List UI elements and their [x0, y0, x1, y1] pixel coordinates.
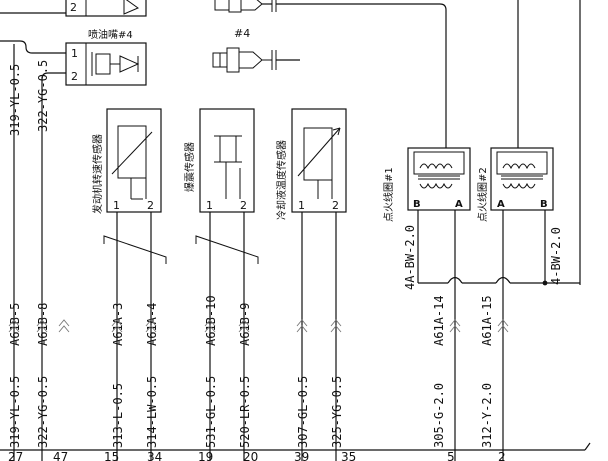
- wire-314-label: 314-LW-0.5: [145, 376, 159, 448]
- ignition-coil-2: 点火线圈#2 A B: [476, 147, 554, 222]
- wire-322-upper-label: 322-YG-0.5: [36, 60, 50, 132]
- wire-to-injector: [0, 40, 66, 54]
- coolant-sensor-pin-1: 1: [298, 199, 305, 212]
- ignition-coil-2-label: 点火线圈#2: [476, 167, 489, 222]
- wire-319-upper-label: 319-YL-0.5: [8, 64, 22, 136]
- coil-2-pin-B: B: [540, 199, 548, 210]
- coil-2-pin-A: A: [497, 199, 505, 210]
- wire-307-label: 307-GL-0.5: [296, 376, 310, 448]
- fuel-injector-4: 1 2 喷油嘴#4: [65, 28, 147, 86]
- wire-305-label: 305-G-2.0: [432, 383, 446, 448]
- ecu-pin-19: 19: [198, 450, 213, 461]
- engine-speed-sensor: 发动机转速传感器 1 2: [91, 108, 162, 214]
- conn-A61A-4: A61A-4: [145, 303, 159, 346]
- conn-A61B-9: A61B-9: [238, 303, 252, 346]
- wire-322: [41, 72, 66, 461]
- coil-1-pin-B: B: [413, 199, 421, 210]
- wire-312-label: 312-Y-2.0: [480, 383, 494, 448]
- coolant-temperature-sensor: 冷却液温度传感器 1 2: [275, 108, 347, 220]
- wire-319-lower-label: 319-YL-0.5: [8, 376, 22, 448]
- plug-4-label: #4: [234, 27, 250, 40]
- wire-325-label: 325-YG-0.5: [330, 376, 344, 448]
- wire-520-label: 520-LR-0.5: [238, 376, 252, 448]
- knock-sensor: 爆震传感器 1 2: [183, 108, 255, 213]
- conn-A61A-15: A61A-15: [480, 295, 494, 346]
- wire-313-label: 313-L-0.5: [111, 383, 125, 448]
- hv-cable-3: [276, 3, 447, 148]
- ecu-pin-35: 35: [341, 450, 356, 461]
- ecu-pin-20: 20: [243, 450, 258, 461]
- wire-531-label: 531-GL-0.5: [204, 376, 218, 448]
- knock-sensor-pin-2: 2: [240, 199, 247, 212]
- connector-marks: [8, 319, 509, 333]
- wire-322-lower-label: 322-YG-0.5: [36, 376, 50, 448]
- engine-speed-sensor-label: 发动机转速传感器: [91, 134, 104, 214]
- coolant-sensor-pin-2: 2: [332, 199, 339, 212]
- knock-sensor-label: 爆震传感器: [183, 142, 196, 192]
- conn-A61A-14: A61A-14: [432, 295, 446, 346]
- ecu-pin-27: 27: [8, 450, 23, 461]
- injector-label: 喷油嘴#4: [88, 28, 133, 41]
- ecu-pin-34: 34: [147, 450, 162, 461]
- wire-4-BW-label: 4-BW-2.0: [549, 227, 563, 285]
- ignition-coil-1-label: 点火线圈#1: [382, 167, 395, 222]
- ecu-pin-2: 2: [498, 450, 506, 461]
- spark-plug-connector-3: [214, 0, 277, 13]
- conn-A61B-8: A61B-8: [36, 303, 50, 346]
- ecu-pin-15: 15: [104, 450, 119, 461]
- injector-3-fragment: 2: [65, 0, 147, 17]
- ecu-pin-5: 5: [447, 450, 455, 461]
- ecu-pin-numbers: 27 47 15 34 19 20 39 35 5 2: [8, 450, 506, 461]
- coil-1-pin-A: A: [455, 199, 463, 210]
- knock-sensor-pin-1: 1: [206, 199, 213, 212]
- spark-plug-connector-4: #4: [212, 27, 277, 73]
- injector-pin-2: 2: [71, 70, 78, 83]
- ignition-coil-1: 点火线圈#1 B A: [382, 147, 471, 222]
- conn-A61A-3: A61A-3: [111, 303, 125, 346]
- ecu-pin-39: 39: [294, 450, 309, 461]
- coolant-sensor-label: 冷却液温度传感器: [275, 140, 288, 220]
- speed-sensor-pin-1: 1: [113, 199, 120, 212]
- junction-dot: [542, 280, 548, 286]
- speed-sensor-pin-2: 2: [147, 199, 154, 212]
- injector-pin-1: 1: [71, 47, 78, 60]
- ecu-pin-47: 47: [53, 450, 68, 461]
- wire-4A-BW-label: 4A-BW-2.0: [403, 225, 417, 290]
- injector-3-pin: 2: [70, 1, 77, 14]
- conn-A61B-5: A61B-5: [8, 303, 22, 346]
